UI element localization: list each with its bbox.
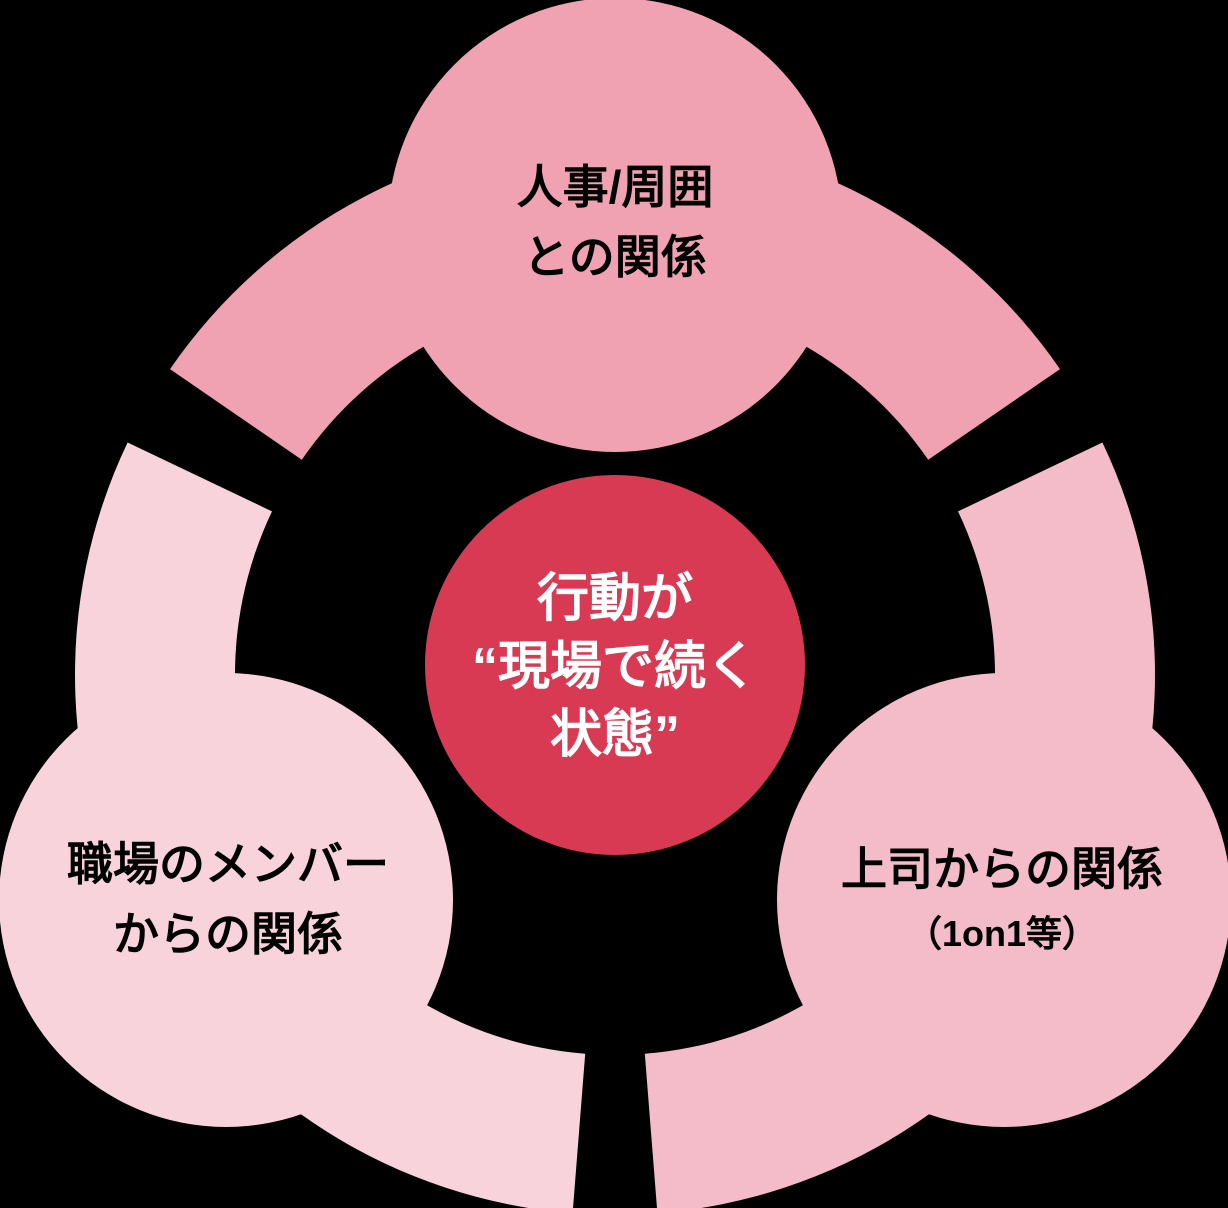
center-label-line: “現場で続く bbox=[471, 638, 759, 696]
node-label-line: 職場のメンバー bbox=[67, 838, 389, 890]
node-label-line: 人事/周囲 bbox=[516, 161, 714, 213]
center-label-line: 状態” bbox=[549, 706, 681, 764]
node-label-hr-surroundings: 人事/周囲 との関係 bbox=[517, 152, 714, 292]
node-label-workplace-members: 職場のメンバー からの関係 bbox=[67, 829, 389, 969]
node-circle-left bbox=[0, 673, 453, 1127]
center-label: 行動が “現場で続く 状態” bbox=[472, 565, 758, 769]
node-circle-top bbox=[388, 0, 842, 452]
node-circle-right bbox=[777, 673, 1228, 1127]
node-label-manager: 上司からの関係 （1on1等） bbox=[841, 834, 1163, 958]
node-label-line: との関係 bbox=[523, 231, 707, 283]
node-label-subline: （1on1等） bbox=[905, 913, 1099, 954]
node-label-line: 上司からの関係 bbox=[841, 843, 1163, 895]
center-label-line: 行動が bbox=[536, 570, 694, 628]
node-label-line: からの関係 bbox=[113, 908, 343, 960]
center-circle bbox=[425, 475, 805, 855]
